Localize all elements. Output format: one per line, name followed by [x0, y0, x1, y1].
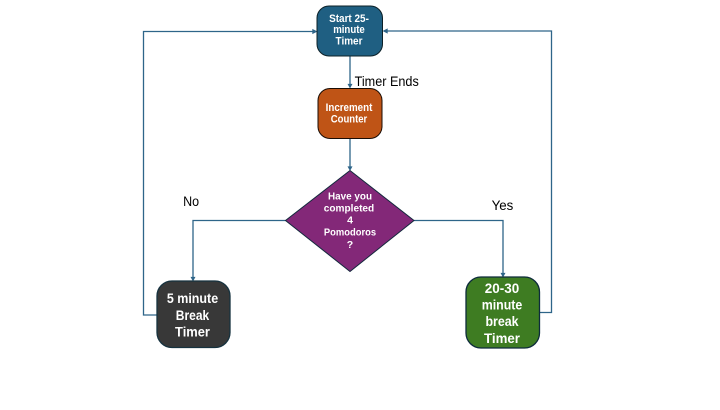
svg-text:Increment: Increment: [326, 102, 373, 114]
svg-text:Counter: Counter: [331, 113, 368, 125]
svg-text:20-30: 20-30: [485, 281, 520, 296]
svg-text:Timer Ends: Timer Ends: [355, 73, 419, 89]
svg-text:Have you: Have you: [328, 190, 372, 202]
svg-text:break: break: [485, 314, 519, 329]
svg-text:5 minute: 5 minute: [167, 291, 219, 306]
svg-text:minute: minute: [333, 24, 365, 36]
svg-text:Start 25-: Start 25-: [329, 13, 369, 25]
svg-text:?: ?: [347, 239, 353, 251]
svg-text:Timer: Timer: [484, 331, 521, 346]
svg-text:Pomodoros: Pomodoros: [324, 227, 376, 239]
svg-text:completed: completed: [324, 203, 374, 215]
svg-text:Timer: Timer: [175, 325, 211, 340]
svg-text:4: 4: [347, 215, 353, 227]
svg-text:Yes: Yes: [492, 197, 514, 213]
svg-text:No: No: [183, 193, 199, 209]
svg-text:Break: Break: [176, 308, 210, 323]
svg-text:Timer: Timer: [336, 35, 364, 47]
svg-text:minute: minute: [482, 298, 523, 313]
